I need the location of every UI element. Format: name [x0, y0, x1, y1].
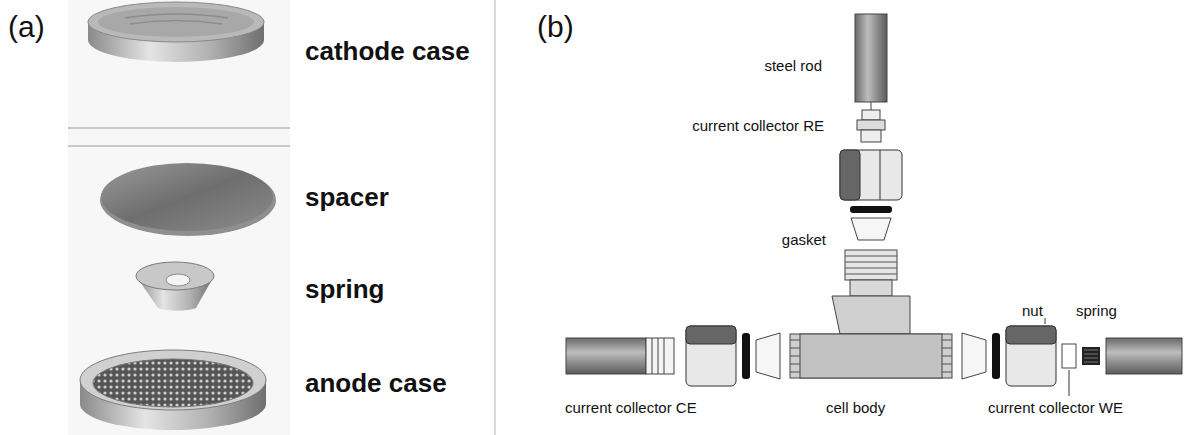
spring-symbol: [1082, 347, 1100, 365]
panel-separator: [494, 0, 496, 435]
part-name: spring: [305, 276, 384, 302]
nut: [840, 150, 902, 200]
spring-photo: [136, 262, 214, 311]
part-name: current collector WE: [988, 400, 1123, 415]
part-name: nut: [1022, 303, 1043, 318]
part-name: spring: [1076, 303, 1117, 318]
anode-case-photo: [80, 350, 266, 430]
axis-line: [871, 102, 872, 110]
panel-letter: (b): [537, 12, 574, 42]
current-collector-ce: [566, 338, 674, 374]
spacer-photo: [100, 163, 276, 236]
part-name: steel rod: [764, 58, 822, 73]
panel-letter: (a): [8, 12, 45, 42]
photo-panel: [68, 0, 290, 435]
cathode-case-photo: [88, 2, 264, 62]
part-name: current collector RE: [692, 118, 824, 133]
cell-body: [790, 250, 952, 378]
part-name: cell body: [826, 400, 885, 415]
part-name: spacer: [305, 184, 389, 210]
steel-rod: [1106, 338, 1182, 374]
gasket-ring: [992, 333, 1000, 379]
part-name: anode case: [305, 370, 447, 396]
leader-line: [1069, 370, 1070, 396]
part-name: gasket: [782, 232, 826, 247]
part-name: cathode case: [305, 38, 470, 64]
nut: [1006, 326, 1056, 386]
part-name: current collector CE: [565, 400, 697, 415]
current-collector-re: [857, 110, 885, 142]
gasket-cone: [851, 218, 891, 240]
divider-line: [68, 127, 290, 129]
leader-line: [1045, 318, 1046, 324]
gasket-cone: [962, 333, 986, 379]
gasket-ring: [850, 206, 892, 213]
nut: [686, 326, 736, 386]
gasket-cone: [756, 333, 780, 379]
current-collector-we: [1062, 344, 1076, 368]
gasket-ring: [742, 333, 750, 379]
steel-rod: [855, 14, 887, 102]
divider-line: [68, 145, 290, 147]
